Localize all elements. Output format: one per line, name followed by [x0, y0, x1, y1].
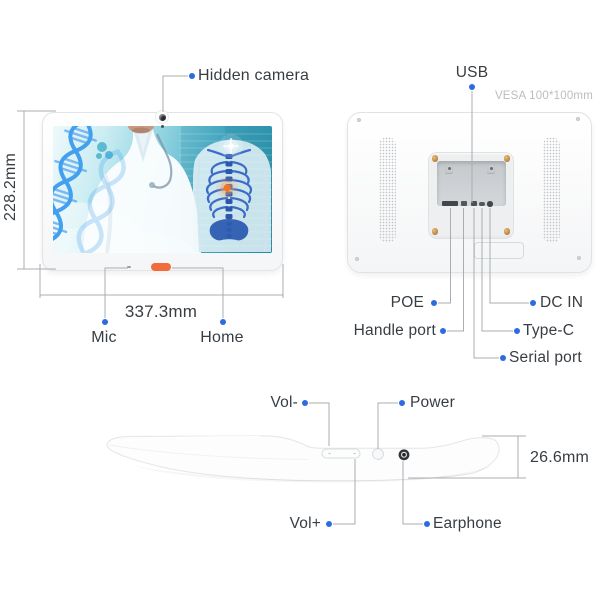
power-button [372, 448, 384, 460]
dot-usb [469, 84, 475, 90]
volume-rocker [321, 448, 361, 459]
ribcage [205, 148, 253, 219]
dot-poe [431, 300, 437, 306]
port-serial-usb [471, 201, 477, 206]
dot-dc-in [530, 300, 536, 306]
label-width-dimension: 337.3mm [124, 302, 198, 321]
screen-illustration [53, 126, 272, 253]
label-type-c: Type-C [523, 322, 575, 339]
label-recess [474, 242, 524, 259]
dot-handle-port [440, 328, 446, 334]
label-poe: POE [390, 294, 424, 311]
dot-home [220, 319, 226, 325]
dot-vol-plus [326, 521, 332, 527]
corner-screw [355, 257, 359, 261]
dot-earphone [424, 521, 430, 527]
label-hidden-camera: Hidden camera [198, 67, 310, 84]
label-vol-plus: Vol+ [289, 515, 321, 532]
label-vesa: VESA 100*100mm [494, 90, 593, 102]
vesa-screw [503, 155, 510, 162]
port-poe [442, 201, 458, 206]
dot-serial-port [500, 355, 506, 361]
port-handle [460, 201, 467, 206]
molecule-icon [96, 142, 113, 159]
label-thickness-dimension: 26.6mm [530, 449, 589, 466]
dot-power [399, 400, 405, 406]
port-type-c [479, 201, 485, 206]
label-mic: Mic [91, 329, 117, 346]
mic-hole [127, 266, 131, 268]
side-view-device [100, 425, 520, 485]
label-vol-minus: Vol- [270, 394, 298, 411]
flare [219, 134, 243, 158]
earphone-jack [398, 449, 410, 461]
label-earphone: Earphone [433, 515, 502, 532]
vesa-screw [431, 228, 438, 235]
vesa-screw [503, 228, 510, 235]
light-sensor [160, 124, 164, 128]
side-profile [106, 435, 500, 482]
leader-hidden-camera [162, 75, 188, 112]
dot-mic [102, 319, 108, 325]
keyhole-hanger-left [445, 165, 453, 174]
front-screen [53, 126, 272, 253]
label-dc-in: DC IN [540, 294, 584, 311]
label-power: Power [410, 394, 455, 411]
label-home: Home [200, 329, 244, 346]
doctor-figure [83, 126, 201, 253]
speaker-grille-left [379, 137, 396, 243]
corner-screw [577, 256, 581, 260]
keyhole-hanger-right [487, 165, 495, 174]
label-usb: USB [455, 64, 489, 81]
corner-screw [576, 117, 580, 121]
dna-helix [53, 126, 97, 253]
label-handle-port: Handle port [353, 322, 436, 339]
dot-hidden-camera [189, 73, 195, 79]
corner-screw [357, 118, 361, 122]
pain-spot [216, 177, 238, 199]
label-height-dimension: 228.2mm [2, 152, 19, 222]
dot-vol-minus [302, 400, 308, 406]
torso-xray [193, 134, 271, 253]
dot-type-c [514, 328, 520, 334]
dna-helix-echo [65, 149, 126, 253]
pelvis [209, 219, 249, 241]
port-dc-in [487, 201, 493, 207]
home-button [151, 263, 171, 271]
vesa-screw [431, 155, 438, 162]
speaker-grille-right [543, 137, 560, 243]
camera-lens [158, 113, 166, 121]
label-serial-port: Serial port [509, 349, 582, 366]
